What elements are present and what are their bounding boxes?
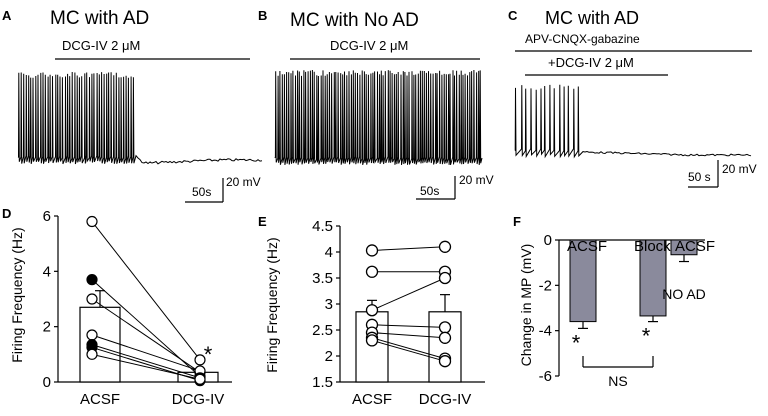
panel-a-letter: A [2, 8, 12, 23]
panel-b: B MC with No AD DCG-IV 2 μM 50s 20 mV [258, 8, 494, 200]
panel-e-letter: E [258, 214, 267, 229]
panel-e: E Firing Frequency (Hz) 1.5 2 2.5 3 3.5 4 4.5A… [258, 214, 485, 408]
panel-a-drug-label: DCG-IV 2 μM [62, 38, 140, 53]
panel-f-category-label: ACSF [567, 238, 607, 255]
panel-e-y-axis-label: Firing Frequency (Hz) [264, 237, 280, 372]
panel-d-point-dcg [194, 373, 206, 385]
panel-c: C MC with AD APV-CNQX-gabazine +DCG-IV 2… [508, 8, 757, 188]
panel-e-y-tick-label: 2 [325, 348, 333, 365]
panel-d-pair-line [91, 334, 201, 372]
panel-a: A MC with AD DCG-IV 2 μM 50s 20 mV [2, 8, 263, 203]
panel-d-letter: D [2, 206, 11, 221]
panel-c-scale-voltage: 20 mV [722, 162, 757, 176]
panel-f-significance-marker: * [572, 330, 581, 355]
panel-c-letter: C [508, 8, 518, 23]
panel-d-bar [79, 306, 121, 383]
panel-f-bar-sublabel: NO AD [662, 286, 706, 302]
panel-d-point-dcg [194, 354, 206, 366]
panel-e-point-acsf [365, 304, 379, 317]
panel-a-voltage-trace [17, 71, 263, 165]
panel-e-point-dcg [438, 240, 452, 253]
panel-e-y-tick-label: 2.5 [312, 322, 333, 339]
panel-b-letter: B [258, 8, 267, 23]
panel-c-blocker-label: APV-CNQX-gabazine [525, 32, 640, 46]
panel-e-y-tick-label: 1.5 [312, 374, 333, 391]
panel-f-y-axis-label: Change in MP (mV) [518, 244, 534, 367]
panel-e-pair-line [371, 277, 446, 311]
panel-a-scale-voltage: 20 mV [226, 175, 261, 189]
panel-b-drug-label: DCG-IV 2 μM [330, 38, 408, 53]
panel-f-significance-marker: * [642, 324, 651, 349]
panel-e-pair-line [371, 339, 446, 362]
panel-d-pair-line [91, 298, 201, 373]
panel-d-y-tick-label: 4 [43, 263, 51, 280]
panel-e-pair-line [371, 337, 446, 360]
panel-d-pair-line [91, 344, 201, 379]
panel-d-point-acsf [86, 215, 98, 228]
panel-b-voltage-trace [274, 69, 483, 166]
panel-c-voltage-trace [514, 84, 752, 159]
panel-e-point-acsf [365, 244, 379, 257]
panel-a-title: MC with AD [50, 8, 149, 29]
panel-d-x-tick-label: DCG-IV [172, 391, 225, 408]
panel-d-y-tick-label: 6 [43, 208, 51, 225]
panel-d-point-acsf [86, 274, 98, 286]
panel-d-pair-line [91, 353, 201, 380]
panel-e-pair-line [371, 246, 446, 251]
panel-d-point-acsf [86, 348, 98, 360]
panel-e-y-tick-label: 3.5 [312, 270, 333, 287]
panel-d-pair-line [91, 221, 201, 361]
panel-d-y-axis-label: Firing Frequency (Hz) [9, 227, 25, 362]
panel-e-y-tick-label: 3 [325, 296, 333, 313]
panel-e-pair-line [371, 324, 446, 328]
panel-e-y-tick-label: 4.5 [312, 218, 333, 235]
panel-e-point-dcg [438, 355, 452, 368]
panel-c-title: MC with AD [545, 8, 639, 28]
panel-f-y-tick-label: -2 [539, 277, 552, 294]
panel-f-y-tick-label: -6 [539, 368, 552, 385]
panel-e-point-dcg [438, 271, 452, 285]
panel-b-scale-voltage: 20 mV [459, 173, 494, 187]
panel-d-significance-marker: * [204, 342, 213, 367]
panel-d-y-tick-label: 0 [43, 374, 51, 391]
panel-e-point-dcg [438, 321, 452, 334]
panel-d-point-acsf [86, 329, 98, 341]
panel-f-y-tick-label: 0 [544, 232, 552, 249]
panel-e-pair-line [371, 332, 446, 339]
panel-f-comparison-label: NS [608, 373, 627, 389]
panel-f-y-tick-label: -4 [539, 323, 552, 340]
panel-a-scale-bar: 50s 20 mV [185, 175, 261, 203]
panel-c-scale-bar: 50 s 20 mV [688, 160, 757, 188]
panel-b-scale-bar: 50s 20 mV [416, 173, 494, 200]
panel-b-title: MC with No AD [290, 10, 419, 31]
panel-f: F Change in MP (mV) 0-2-4-6ACSF*Blocker*… [513, 214, 715, 389]
panel-c-drug-label: +DCG-IV 2 μM [548, 55, 634, 70]
panel-e-x-tick-label: ACSF [352, 391, 392, 408]
panel-c-scale-time: 50 s [688, 170, 711, 184]
panel-f-category-label: ACSF [675, 238, 715, 255]
panel-a-scale-time: 50s [192, 185, 211, 199]
panel-e-x-tick-label: DCG-IV [419, 391, 472, 408]
panel-e-point-acsf [365, 334, 379, 347]
panel-e-point-dcg [438, 331, 452, 344]
panel-d-point-acsf [86, 293, 98, 305]
panel-e-point-acsf [365, 265, 379, 278]
panel-d-y-tick-label: 2 [43, 319, 51, 336]
panel-b-scale-time: 50s [420, 184, 439, 198]
panel-d-x-tick-label: ACSF [80, 391, 120, 408]
panel-f-letter: F [513, 214, 521, 229]
panel-e-y-tick-label: 4 [325, 244, 333, 261]
